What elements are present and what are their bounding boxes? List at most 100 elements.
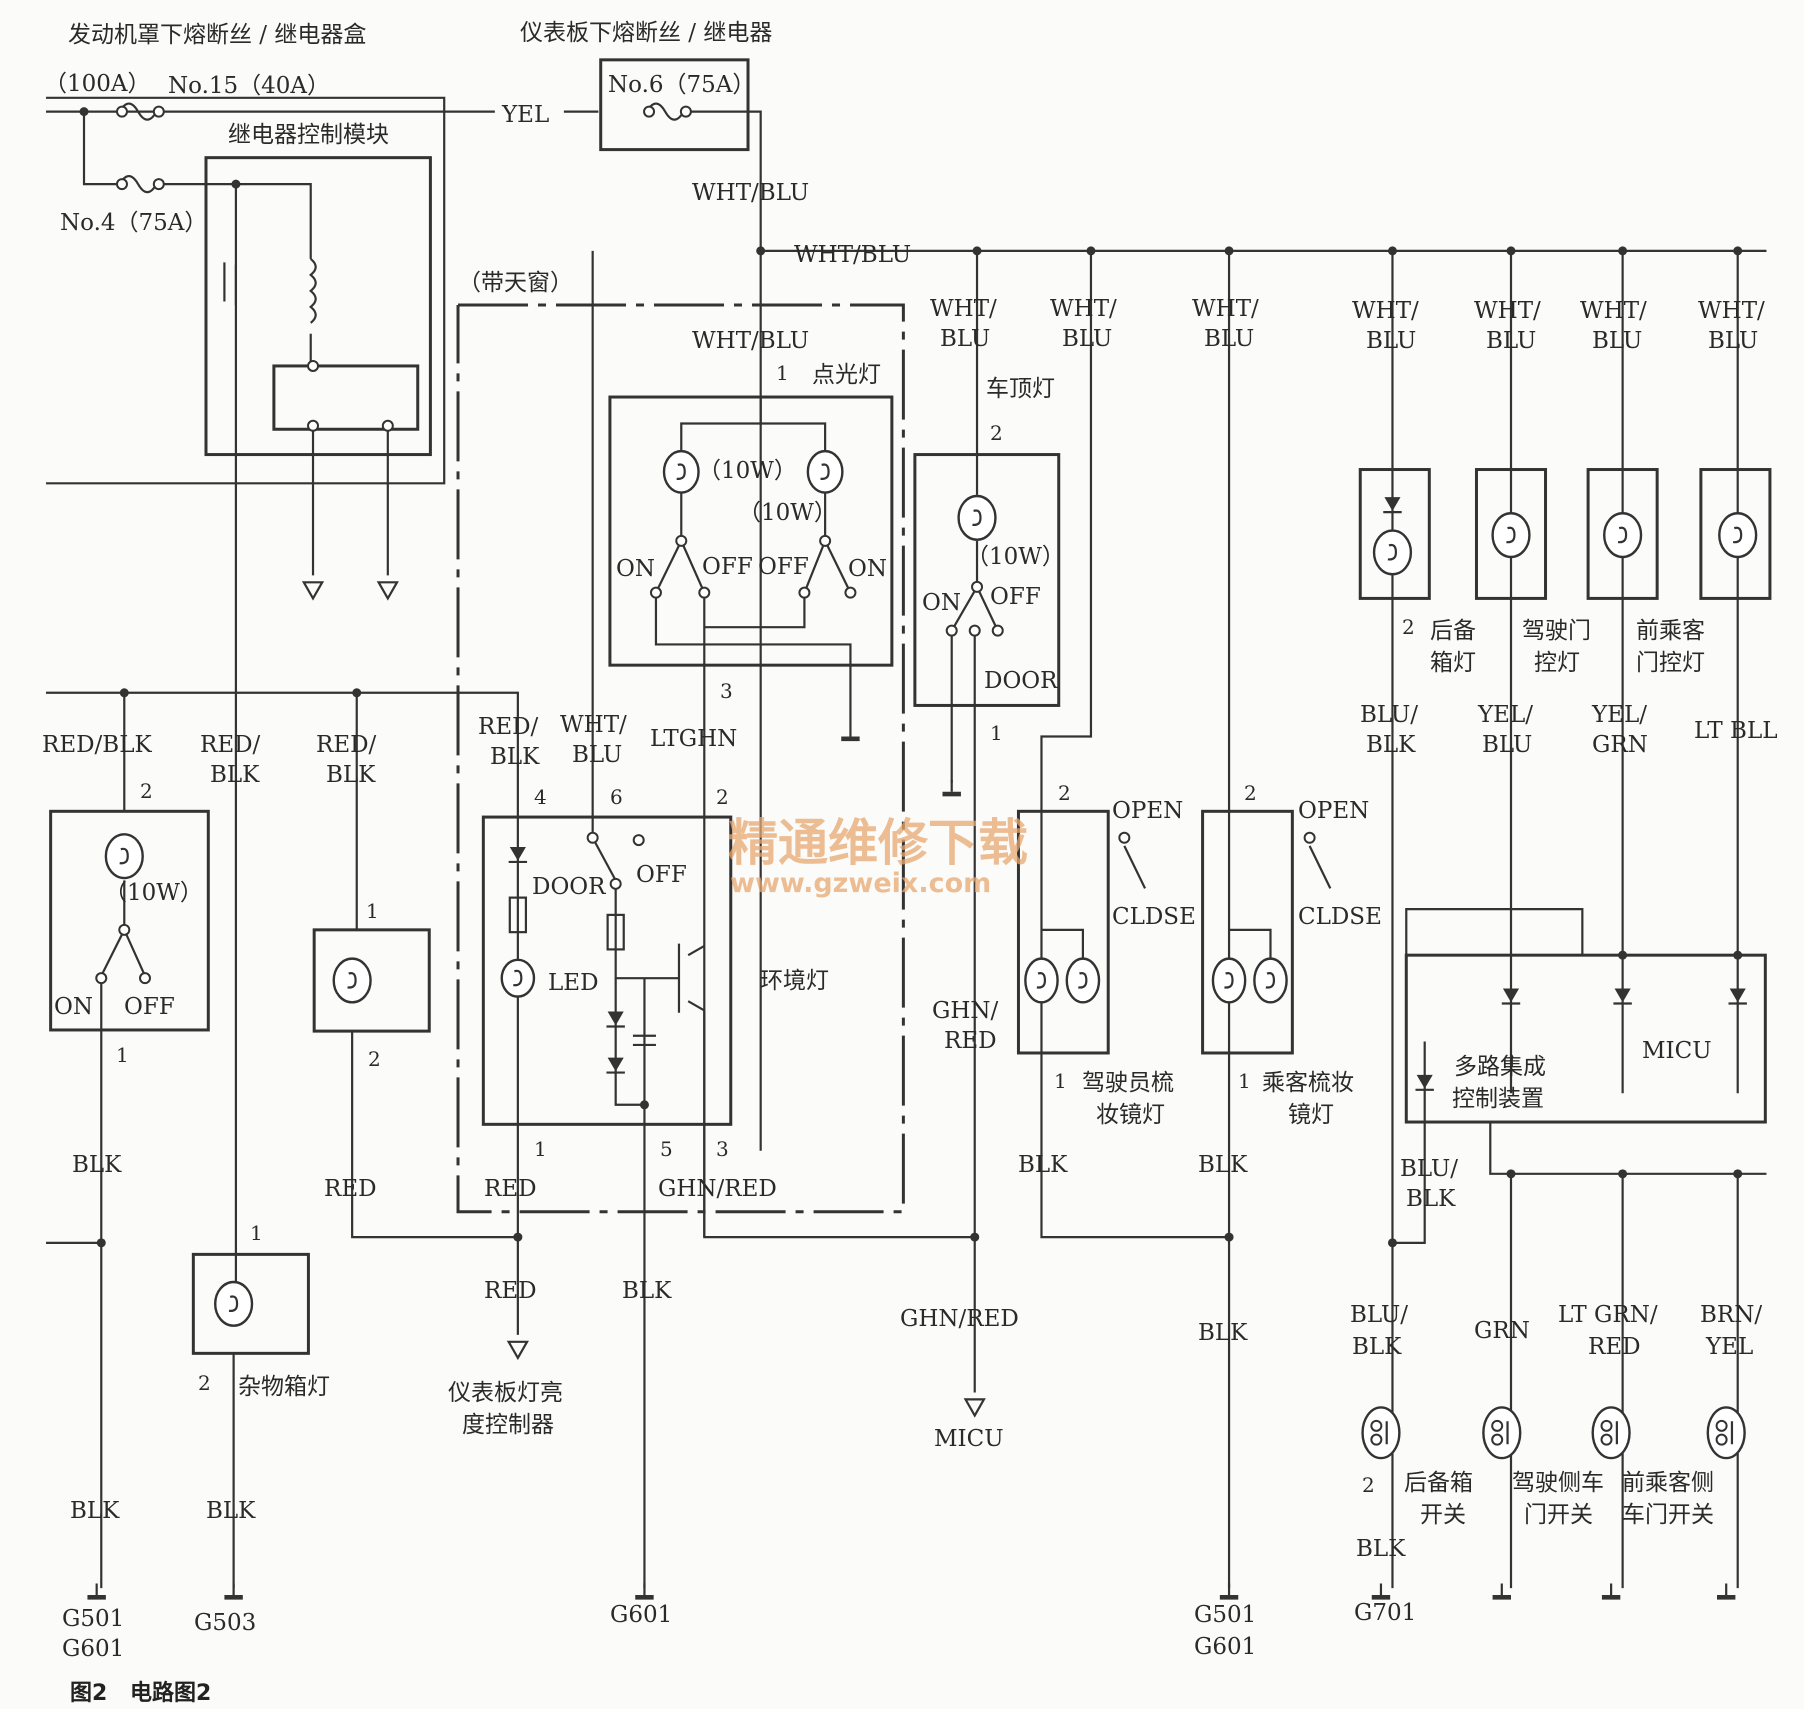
micu-box <box>1404 953 1767 1124</box>
amb-resistor-2 <box>606 913 625 951</box>
wire-blk-g701: BLK <box>1356 1536 1406 1562</box>
amb-door-pivot <box>609 877 622 890</box>
fuse-no15-out <box>152 105 165 118</box>
wire-brn-yel-1: BRN/ <box>1700 1302 1762 1328</box>
bus-node-5 <box>1387 246 1397 256</box>
left-lamp-off: OFF <box>124 994 175 1020</box>
roof-contact-1 <box>968 624 981 637</box>
micu-out-node-0 <box>1506 1169 1516 1179</box>
wire-ghn-red-v2: RED <box>944 1028 997 1054</box>
trunk-switch-c2 <box>1370 1433 1383 1446</box>
col2-wht: WHT/ <box>1050 296 1117 322</box>
amb-input-diode <box>509 846 526 861</box>
wire-blu-blk-m1: BLU/ <box>1400 1156 1458 1182</box>
fuse-no4-in <box>115 178 128 191</box>
amb-off: OFF <box>636 862 687 888</box>
col1-wht: WHT/ <box>930 296 997 322</box>
spot-10w-1: （10W） <box>698 458 797 484</box>
pvan-lamp-1 <box>1211 957 1247 1004</box>
wire-ltghn: LTGHN <box>650 726 737 752</box>
dvan-open-switch <box>1118 831 1131 844</box>
extra-lamp-box <box>1699 468 1772 600</box>
front-pass-door-switch-c2 <box>1715 1433 1728 1446</box>
relay-sub-box <box>272 364 420 431</box>
driver-door-switch-c2 <box>1491 1433 1504 1446</box>
component-boxes <box>49 58 1772 1355</box>
dimmer-node <box>513 1232 523 1242</box>
front-pass-lamp <box>1603 512 1643 559</box>
bus-node-1 <box>756 246 766 256</box>
front-door-sw-label-2: 车门开关 <box>1622 1502 1714 1528</box>
amb-pin-6: 6 <box>610 785 623 809</box>
trunk-lamp-box <box>1358 468 1431 600</box>
glovebox-lamp-label: 杂物箱灯 <box>238 1374 330 1400</box>
pvan-lamp-link <box>1229 928 1272 958</box>
spot-off-1: OFF <box>702 554 753 580</box>
micu-label-1: 多路集成 <box>1454 1054 1546 1080</box>
amb-fet-d <box>687 945 705 957</box>
pvan-lamp-2 <box>1253 957 1288 1004</box>
bus-node-6 <box>1506 246 1516 256</box>
amb-diode-b <box>607 1057 624 1072</box>
figure-title: 电路图2 <box>130 1680 211 1706</box>
front-door-switch-c1 <box>1600 1419 1613 1432</box>
small-lamp-filament <box>347 972 357 989</box>
spotlight-pin-1: 1 <box>776 361 789 385</box>
spot-off-2: OFF <box>758 554 809 580</box>
spot-sw-a <box>675 534 688 547</box>
ground-g501-a: G501 <box>62 1606 124 1632</box>
driver-door-lamp-box <box>1474 468 1548 600</box>
glovebox-lamp <box>213 1280 254 1327</box>
left-lamp-10w: （10W） <box>104 880 203 906</box>
ground-g701: G701 <box>1354 1600 1416 1626</box>
micu-node-2 <box>1618 950 1628 960</box>
front-pass-door-switch-c1 <box>1715 1419 1728 1432</box>
wire-blu-blk-b2: BLK <box>1352 1334 1402 1360</box>
micu-bottom-bus <box>1489 1122 1767 1175</box>
left-lamp-on <box>95 972 108 985</box>
fuse-no6 <box>645 102 685 121</box>
left-lamp-on: ON <box>54 994 93 1020</box>
driver-vanity-label-2: 妆镜灯 <box>1096 1102 1165 1128</box>
wire-blk-pvan: BLK <box>1198 1152 1248 1178</box>
wire-red-blk-mid-1: RED/ <box>200 732 261 758</box>
bus-node-8 <box>1733 246 1743 256</box>
roof-lamp-filament <box>972 509 982 527</box>
extra-lamp-filament <box>1732 526 1743 544</box>
col3-blu: BLU <box>1204 326 1254 352</box>
switch-ground-1 <box>1601 1595 1621 1600</box>
micu-ref-label: MICU <box>934 1426 1004 1452</box>
trunk-lamp-label-2: 箱灯 <box>1430 650 1476 676</box>
dvan-lamp-2 <box>1065 957 1101 1004</box>
amb-pin-2: 2 <box>716 785 729 809</box>
col2-blu: BLU <box>1062 326 1112 352</box>
spot-lamp-left-filament <box>676 463 686 480</box>
fuse-no4-out <box>152 178 165 191</box>
pvan-lamp-2-filament <box>1265 972 1276 989</box>
micu-top-tab <box>1405 908 1584 956</box>
col7-blu: BLU <box>1708 328 1758 354</box>
ground-arrow-1 <box>301 581 325 601</box>
wire-ghn-red-amb: GHN/RED <box>658 1176 777 1202</box>
ground-g503 <box>224 1595 243 1600</box>
sunroof-dashed-region <box>456 303 905 1214</box>
amb-led: LED <box>548 970 599 996</box>
micu-label: MICU <box>1642 1038 1712 1064</box>
dvan-lamp-1 <box>1024 957 1059 1004</box>
dvan-switch-arm <box>1123 845 1147 889</box>
ground-g601-b: G601 <box>610 1602 672 1628</box>
amb-pin-5: 5 <box>660 1137 673 1161</box>
bus-junction <box>79 107 89 117</box>
sunroof-label: （带天窗） <box>458 270 573 296</box>
spotlight-label: 点光灯 <box>812 362 881 388</box>
wire-blk-g601: BLK <box>622 1278 672 1304</box>
trunk-switch-c1 <box>1370 1419 1383 1432</box>
col4-blu: BLU <box>1366 328 1416 354</box>
glove-pin-2: 2 <box>198 1371 211 1395</box>
glove-pin-1: 1 <box>250 1221 263 1245</box>
ground-g601-c: G601 <box>1194 1634 1256 1660</box>
amb-door-pin <box>586 831 599 844</box>
spot-on-left: ON <box>616 556 655 582</box>
micu-diode-2 <box>1614 988 1631 1003</box>
amb-circuit <box>614 883 679 980</box>
